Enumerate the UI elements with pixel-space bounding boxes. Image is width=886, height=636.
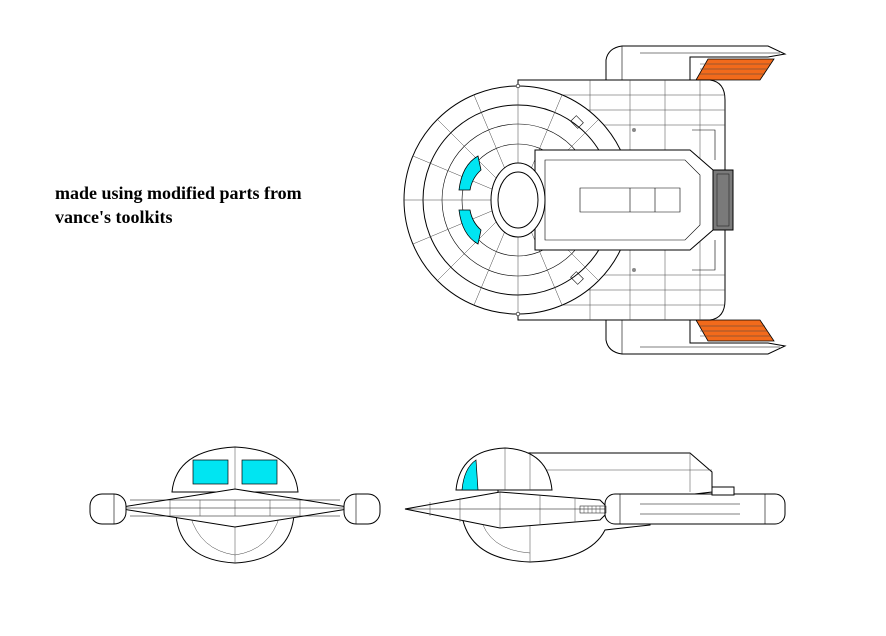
front-view [89,446,381,564]
front-window-right [241,459,278,485]
bridge-dome-top [490,162,546,238]
front-nacelle-right [343,493,381,525]
nacelle-top-lower [605,319,787,355]
dorsal-spine [534,149,714,251]
deflector-top [712,169,734,231]
bridge-window-lower [458,209,482,245]
side-nacelle [604,493,786,525]
front-window-left [192,459,229,485]
credit-caption: made using modified parts from vance's t… [55,181,375,229]
caption-line-1: made using modified parts from [55,183,302,203]
front-nacelle-left [89,493,127,525]
caption-line-2: vance's toolkits [55,207,173,227]
side-view [404,447,786,563]
bridge-window-upper [458,155,482,191]
side-window [461,459,479,491]
nacelle-top-upper [605,45,787,81]
nacelle-grille-upper [695,58,775,81]
top-view [403,45,787,355]
nacelle-grille-lower [695,319,775,342]
